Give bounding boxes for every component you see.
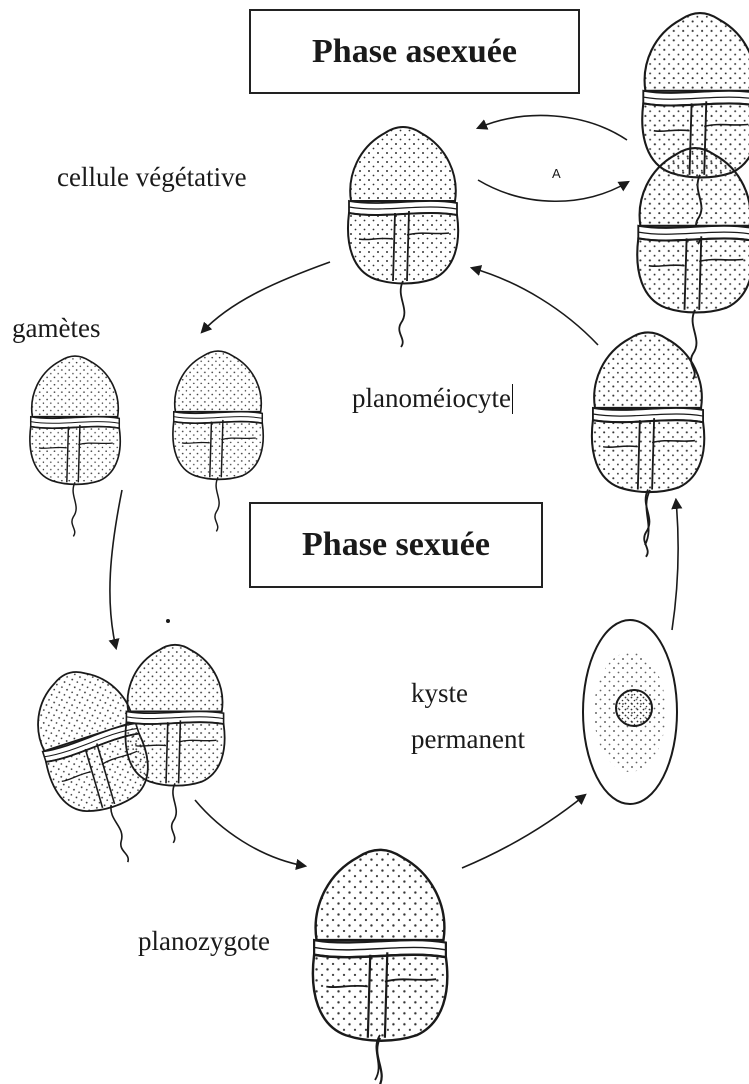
fusing-gametes-icon [21, 645, 224, 877]
division-marker: A [552, 166, 561, 181]
planozygote-icon [313, 850, 447, 1084]
dividing-cell-icon [637, 13, 749, 379]
text-cursor [512, 384, 514, 414]
gametes-label: gamètes [12, 313, 100, 344]
vegetative-cell-label: cellule végétative [57, 162, 247, 193]
vegetative-cell-icon [348, 127, 458, 347]
asexual-phase-title: Phase asexuée [249, 9, 580, 94]
gamete-left-icon [30, 356, 120, 536]
resting-cyst-label-line2: permanent [411, 724, 525, 755]
resting-cyst-icon [583, 620, 677, 804]
resting-cyst-label-line1: kyste [411, 678, 468, 709]
planomeiocyte-label: planoméiocyte [352, 383, 513, 414]
planomeiocyte-icon [592, 332, 704, 556]
sexual-phase-title: Phase sexuée [249, 502, 543, 588]
planozygote-label: planozygote [138, 926, 270, 957]
